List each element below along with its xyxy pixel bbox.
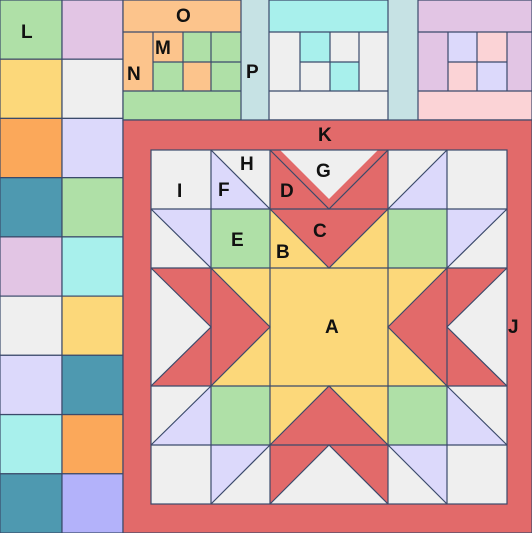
strip-patch <box>62 415 123 474</box>
nine-patch-cell <box>448 62 477 91</box>
nine-patch-cell <box>183 62 211 91</box>
strip-patch <box>0 415 62 474</box>
strip-patch <box>0 355 62 414</box>
strip-patch <box>0 474 62 533</box>
nine-patch-cell <box>300 32 330 62</box>
strip-patch <box>62 296 123 355</box>
label-l: L <box>21 22 33 43</box>
strip-patch <box>0 118 62 177</box>
strip-patch <box>62 0 123 59</box>
nine-patch-cell <box>477 62 507 91</box>
label-j: J <box>508 317 519 338</box>
label-d: D <box>280 181 294 202</box>
left-border-strip <box>0 0 123 533</box>
strip-patch <box>0 59 62 118</box>
sashing-strip <box>388 0 418 120</box>
label-k: K <box>318 125 332 146</box>
nine-patch-block-pink <box>418 0 532 120</box>
block-bottom-band <box>418 91 532 120</box>
strip-patch <box>0 178 62 237</box>
label-n: N <box>127 64 141 85</box>
nine-patch-cell <box>330 62 359 91</box>
label-p: P <box>246 62 259 83</box>
strip-patch <box>0 296 62 355</box>
strip-patch <box>62 118 123 177</box>
label-e: E <box>231 230 244 251</box>
nine-patch-cell <box>153 62 183 91</box>
strip-patch <box>62 237 123 296</box>
green-square <box>388 209 447 268</box>
label-c: C <box>313 221 327 242</box>
strip-patch <box>62 59 123 118</box>
nine-patch-cell <box>183 32 211 62</box>
strip-patch <box>62 355 123 414</box>
label-f: F <box>218 180 230 201</box>
green-square <box>388 386 447 445</box>
green-square <box>211 386 270 445</box>
nine-patch-cell <box>448 32 477 62</box>
strip-patch <box>62 178 123 237</box>
strip-patch <box>0 237 62 296</box>
label-b: B <box>276 242 290 263</box>
nine-patch-cell <box>211 32 241 62</box>
label-m: M <box>155 38 171 59</box>
label-i: I <box>177 181 182 202</box>
strip-patch <box>62 474 123 533</box>
label-o: O <box>176 6 191 27</box>
block-o-bottom-band <box>123 91 241 120</box>
label-h: H <box>240 154 254 175</box>
label-g: G <box>316 161 331 182</box>
block-top-band <box>269 0 388 32</box>
label-a: A <box>325 317 339 338</box>
nine-patch-cell <box>477 32 507 62</box>
nine-patch-cell <box>211 62 241 91</box>
nine-patch-block-cyan <box>269 0 388 120</box>
sashing-strip-p <box>241 0 269 120</box>
